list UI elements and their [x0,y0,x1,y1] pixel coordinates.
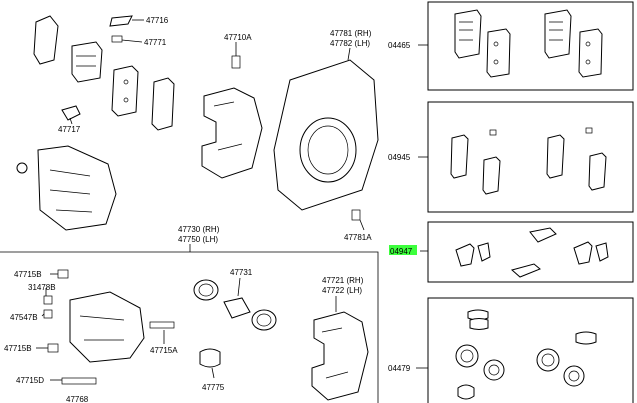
caliper-body-upper [16,145,117,231]
label-47781[interactable]: 47781 (RH) [330,29,372,38]
label-47715B-mid[interactable]: 47715B [4,344,32,353]
label-47781A[interactable]: 47781A [344,233,372,242]
label-47782[interactable]: 47782 (LH) [330,39,370,48]
dust-shield [273,59,379,221]
label-47771[interactable]: 47771 [144,38,167,47]
label-47775[interactable]: 47775 [202,383,225,392]
label-47715B-top[interactable]: 47715B [14,270,42,279]
label-47716[interactable]: 47716 [146,16,169,25]
kit-box-04465 [427,1,634,91]
label-47715D[interactable]: 47715D [16,376,44,385]
kit-04947-clips [455,227,609,278]
label-47730[interactable]: 47730 (RH) [178,225,220,234]
label-04947[interactable]: 04947 [390,247,413,256]
kit-box-04947 [427,221,634,283]
label-04465[interactable]: 04465 [388,41,411,50]
assembly-bracket-line [0,251,379,403]
label-04479[interactable]: 04479 [388,364,411,373]
label-47721[interactable]: 47721 (RH) [322,276,364,285]
kit-04479-seals [455,309,597,400]
highlight-04947 [389,245,417,255]
kit-04465-pads [454,9,603,78]
label-47731[interactable]: 47731 [230,268,253,277]
label-04945[interactable]: 04945 [388,153,411,162]
label-47750[interactable]: 47750 (LH) [178,235,218,244]
label-47722[interactable]: 47722 (LH) [322,286,362,295]
caliper-assembly-lower [43,269,175,385]
label-47768[interactable]: 47768 [66,395,89,403]
piston-and-seals [193,279,277,368]
kit-04945-shims [450,127,607,195]
caliper-bracket-lower [311,311,369,401]
label-47717[interactable]: 47717 [58,125,81,134]
label-47715A[interactable]: 47715A [150,346,178,355]
label-47710A[interactable]: 47710A [224,33,252,42]
kit-box-04479 [427,297,634,403]
label-47547B[interactable]: 47547B [10,313,38,322]
caliper-bracket [201,55,263,179]
top-left-pads [33,15,175,131]
label-31478B[interactable]: 31478B [28,283,56,292]
